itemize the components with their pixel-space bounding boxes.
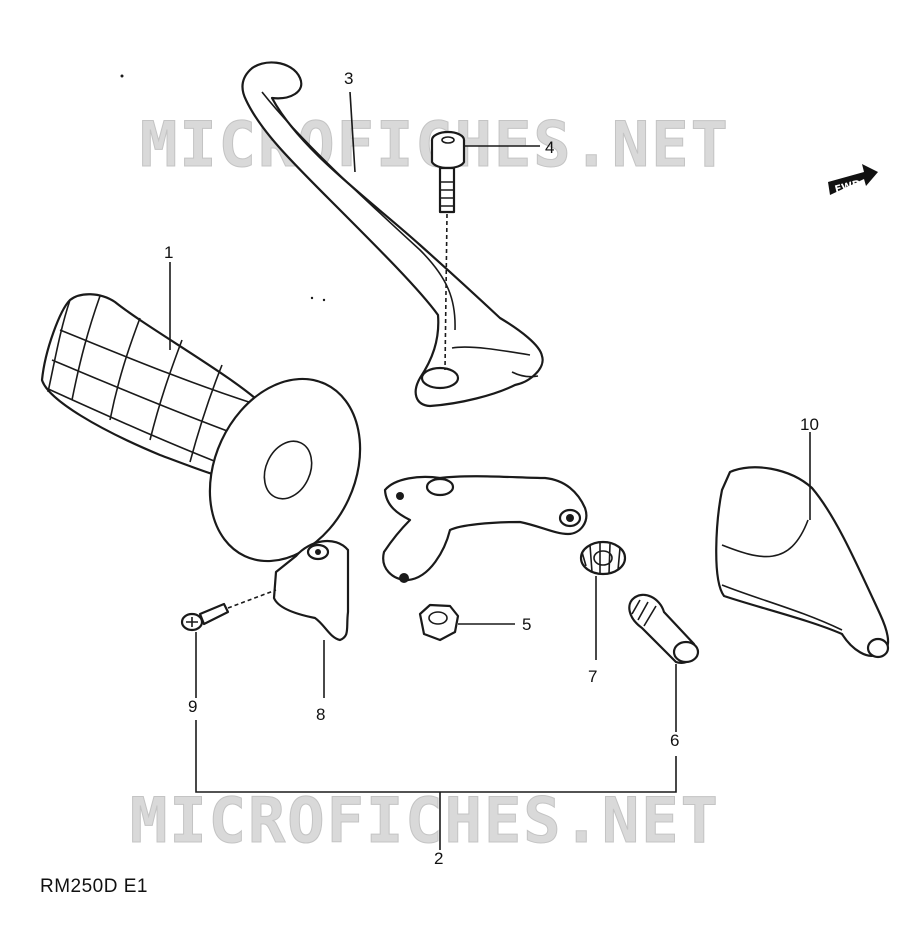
callout-1: 1 — [164, 243, 173, 262]
cable-adjuster-icon — [628, 593, 700, 732]
clutch-lever-icon — [241, 61, 544, 408]
lever-assembly-bracket — [382, 475, 588, 583]
pivot-bolt-icon — [430, 130, 466, 371]
callout-6: 6 — [670, 731, 679, 750]
clamp-icon — [272, 539, 350, 698]
callout-7: 7 — [588, 667, 597, 686]
callout-9: 9 — [188, 697, 197, 716]
model-label: RM250D E1 — [40, 876, 148, 897]
handlebar-grip-icon — [40, 293, 362, 563]
callout-5: 5 — [522, 615, 531, 634]
callout-10: 10 — [800, 415, 819, 434]
callout-8: 8 — [316, 705, 325, 724]
callout-2: 2 — [434, 849, 443, 868]
speck — [310, 296, 314, 300]
lock-nut-icon — [579, 540, 627, 660]
nut-icon — [418, 603, 515, 642]
speck — [322, 298, 326, 302]
speck — [120, 74, 124, 78]
lever-cover-icon — [715, 432, 890, 659]
leader-2-bracket — [195, 720, 677, 850]
callout-4: 4 — [545, 138, 554, 157]
leader-3 — [349, 91, 356, 173]
fwd-arrow-icon: FWD — [828, 164, 878, 196]
callout-3: 3 — [344, 69, 353, 88]
watermark-bottom: MICROFICHES.NET — [130, 784, 720, 857]
screw-icon — [180, 589, 277, 698]
